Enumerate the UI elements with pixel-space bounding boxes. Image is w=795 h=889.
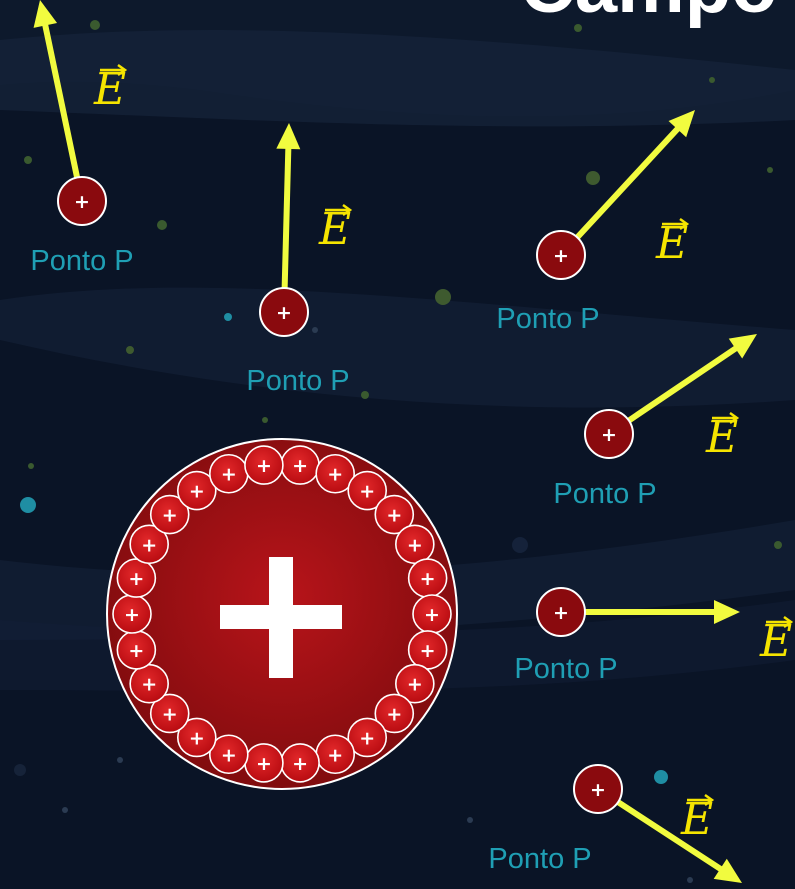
charge-sign: +: [74, 191, 90, 213]
surface-charge: +: [117, 559, 155, 597]
point-label: Ponto P: [496, 303, 599, 335]
svg-text:+: +: [407, 534, 423, 556]
svg-text:+: +: [141, 534, 157, 556]
svg-text:+: +: [256, 753, 272, 775]
field-arrow: [285, 149, 289, 288]
charged-sphere: ++++++++++++++++++++++++++: [107, 439, 457, 789]
surface-charge: +: [117, 631, 155, 669]
title-text: Campo: [520, 0, 778, 29]
svg-text:+: +: [189, 481, 205, 503]
svg-text:+: +: [327, 744, 343, 766]
surface-charge: +: [210, 455, 248, 493]
field-label: E: [655, 218, 688, 269]
svg-text:+: +: [327, 464, 343, 486]
svg-text:+: +: [189, 727, 205, 749]
surface-charge: +: [409, 631, 447, 669]
field-label: E: [680, 794, 713, 845]
field-label: E: [759, 616, 792, 667]
svg-text:+: +: [292, 753, 308, 775]
surface-charge: +: [130, 665, 168, 703]
svg-text:+: +: [359, 727, 375, 749]
svg-text:+: +: [162, 703, 178, 725]
surface-charge: +: [396, 525, 434, 563]
svg-text:+: +: [420, 568, 436, 590]
charge-sign: +: [590, 779, 606, 801]
surface-charge: +: [245, 446, 283, 484]
point-label: Ponto P: [30, 245, 133, 277]
svg-text:+: +: [124, 604, 140, 626]
charge-sign: +: [553, 245, 569, 267]
field-label: E: [705, 412, 738, 463]
field-label: E: [318, 204, 351, 255]
svg-text:+: +: [407, 674, 423, 696]
surface-charge: +: [245, 744, 283, 782]
svg-text:+: +: [420, 640, 436, 662]
svg-text:+: +: [256, 455, 272, 477]
point-label: Ponto P: [246, 365, 349, 397]
surface-charge: +: [281, 446, 319, 484]
svg-text:+: +: [128, 640, 144, 662]
svg-text:+: +: [128, 568, 144, 590]
point-label: Ponto P: [553, 478, 656, 510]
svg-text:+: +: [386, 703, 402, 725]
surface-charge: +: [316, 735, 354, 773]
surface-charge: +: [413, 595, 451, 633]
svg-text:+: +: [424, 604, 440, 626]
surface-charge: +: [409, 559, 447, 597]
svg-text:+: +: [221, 464, 237, 486]
charge-sign: +: [553, 602, 569, 624]
point-label: Ponto P: [514, 653, 617, 685]
svg-text:+: +: [221, 744, 237, 766]
surface-charge: +: [113, 595, 151, 633]
svg-text:+: +: [162, 505, 178, 527]
svg-text:+: +: [359, 481, 375, 503]
svg-text:+: +: [141, 674, 157, 696]
point-label: Ponto P: [488, 843, 591, 875]
svg-text:+: +: [386, 505, 402, 527]
svg-text:+: +: [292, 455, 308, 477]
surface-charge: +: [281, 744, 319, 782]
charge-sign: +: [276, 302, 292, 324]
charge-sign: +: [601, 424, 617, 446]
field-label: E: [93, 64, 126, 115]
